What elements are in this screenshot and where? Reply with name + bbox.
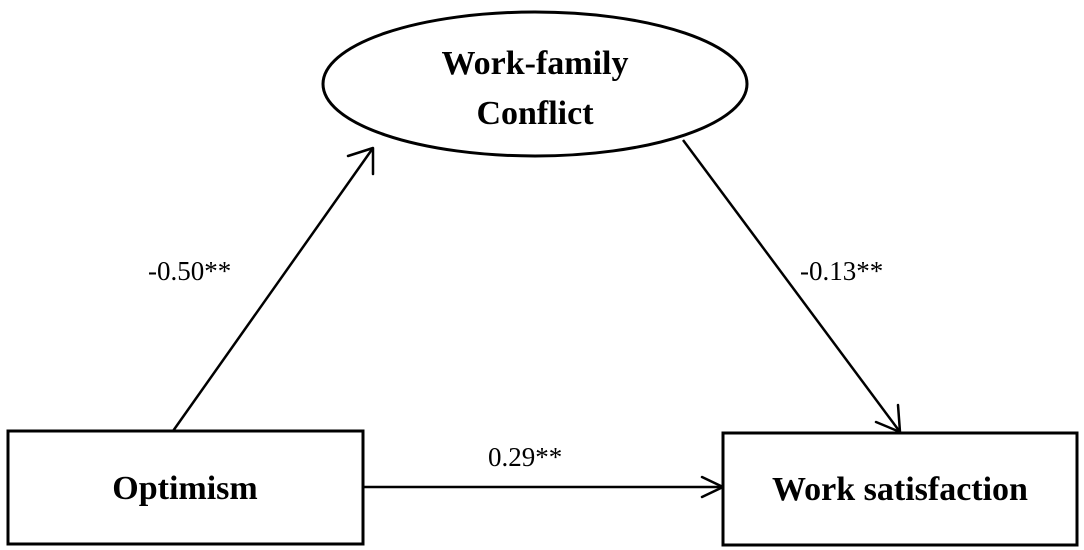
path-a: -0.50** xyxy=(148,146,375,432)
path-c-arrowhead xyxy=(700,475,725,499)
path-b-coefficient: -0.13** xyxy=(800,256,883,286)
path-a-line xyxy=(171,147,375,432)
mediator-node: Work-family Conflict xyxy=(321,10,749,158)
path-a-coefficient: -0.50** xyxy=(148,256,231,286)
path-c-coefficient: 0.29** xyxy=(488,442,562,472)
path-b-arrowhead xyxy=(874,403,902,434)
path-b: -0.13** xyxy=(681,139,902,434)
path-a-arrowhead xyxy=(346,146,375,176)
path-c: 0.29** xyxy=(363,442,725,499)
mediator-label-line1: Work-family xyxy=(442,45,629,82)
predictor-label: Optimism xyxy=(112,470,257,507)
outcome-node: Work satisfaction xyxy=(721,431,1079,547)
predictor-node: Optimism xyxy=(6,429,365,546)
outcome-label: Work satisfaction xyxy=(772,471,1028,508)
predictor-box xyxy=(6,429,365,546)
path-b-line xyxy=(681,139,902,433)
mediator-label-line2: Conflict xyxy=(476,95,594,132)
mediator-ellipse xyxy=(321,10,749,158)
outcome-box xyxy=(721,431,1079,547)
